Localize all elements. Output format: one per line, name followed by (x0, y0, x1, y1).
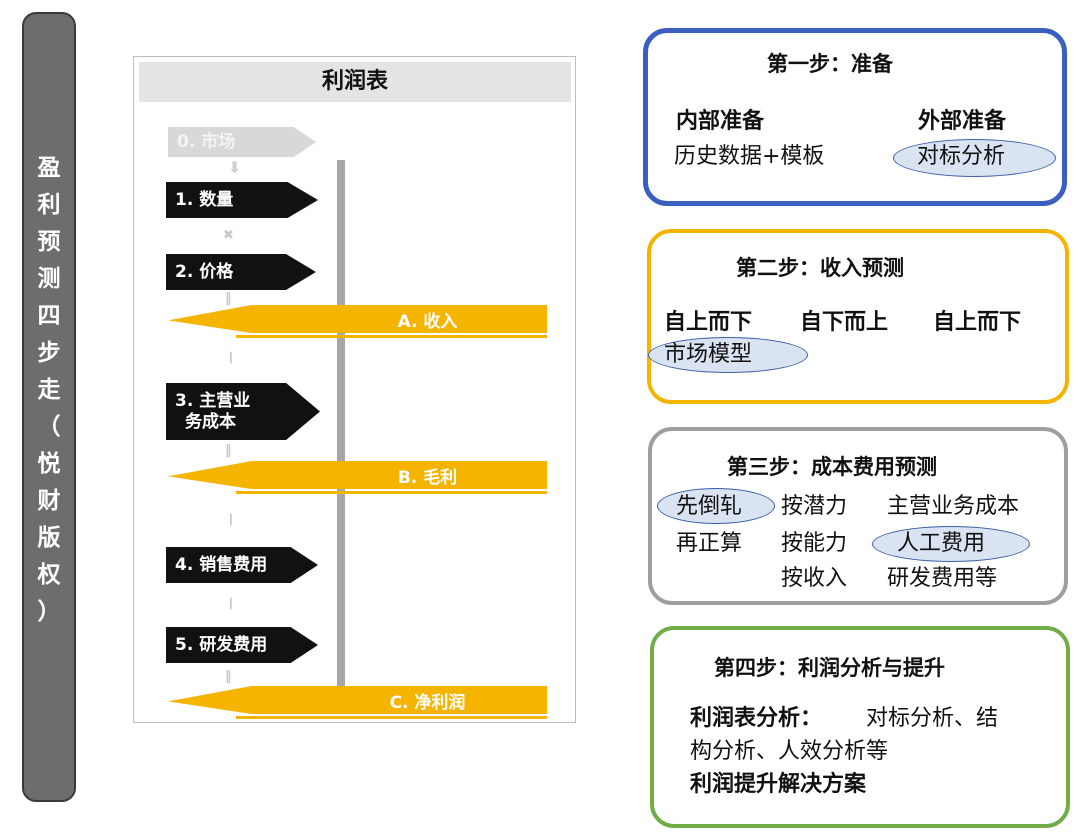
step3-col2-row3: 按收入 (781, 566, 848, 591)
down-arrow-icon: ⬇ (228, 158, 242, 177)
title-banner (22, 12, 76, 802)
step3-col3-row1: 主营业务成本 (887, 494, 1020, 519)
sales-expense-tag: 4. 销售费用 (166, 547, 318, 583)
vertical-axis-line (337, 160, 345, 693)
highlight-oval (657, 488, 775, 524)
gross-underline (236, 491, 547, 494)
banner-char: 版 (37, 525, 61, 551)
banner-char: ） (37, 599, 61, 625)
banner-char: 步 (37, 340, 61, 366)
profit-table-title: 利润表 (139, 62, 571, 102)
quantity-tag: 1. 数量 (166, 182, 318, 218)
step3-col2-row2: 按能力 (781, 531, 848, 556)
minus-icon: — (223, 597, 238, 610)
step3-col1-row1: 先倒轧 (676, 494, 743, 519)
banner-char: 预 (37, 229, 61, 255)
step1-title: 第一步：准备 (767, 52, 893, 76)
banner-char: 财 (37, 488, 61, 514)
step3-col3-row3: 研发费用等 (887, 566, 998, 591)
banner-char: 测 (37, 266, 61, 292)
step2-approach-bottom-up: 自下而上 (800, 310, 889, 335)
net-profit-bar: C. 净利润 (168, 686, 547, 714)
equal-icon: ‖ (225, 443, 232, 458)
step2-market-model: 市场模型 (664, 342, 753, 367)
step2-approach-top-down: 自上而下 (664, 310, 753, 335)
banner-title: 盈 利 预 测 四 步 走 （ 悦 财 版 权 ） (22, 150, 76, 631)
highlight-oval (872, 526, 1030, 562)
banner-char: 悦 (37, 451, 61, 477)
revenue-bar: A. 收入 (168, 305, 547, 333)
revenue-underline (236, 335, 547, 338)
step3-title: 第三步：成本费用预测 (727, 455, 937, 479)
step4-title: 第四步：利润分析与提升 (714, 656, 945, 680)
step2-box (647, 229, 1069, 404)
banner-char: 走 (37, 377, 61, 403)
step1-internal-label: 内部准备 (676, 109, 765, 134)
step1-external-label: 外部准备 (918, 109, 1007, 134)
step4-analysis-text1: 对标分析、结 (866, 706, 999, 731)
step3-col1-row2: 再正算 (676, 531, 743, 556)
banner-char: （ (37, 414, 61, 440)
multiply-icon: ✖ (223, 228, 234, 243)
step4-analysis-text2: 构分析、人效分析等 (690, 739, 889, 764)
gross-profit-bar: B. 毛利 (168, 461, 547, 489)
step3-col3-row2: 人工费用 (897, 531, 986, 556)
step2-approach-top-down-2: 自上而下 (933, 310, 1022, 335)
price-tag: 2. 价格 (166, 254, 316, 290)
highlight-oval (893, 139, 1056, 177)
rd-expense-tag: 5. 研发费用 (166, 627, 318, 663)
step2-title: 第二步：收入预测 (736, 256, 904, 280)
cost-tag: 3. 主营业务成本 (166, 383, 320, 440)
highlight-oval (648, 337, 808, 373)
net-underline (236, 716, 547, 719)
banner-char: 利 (37, 192, 61, 218)
step1-box (643, 28, 1067, 206)
equal-icon: ‖ (225, 291, 232, 306)
banner-char: 盈 (37, 155, 61, 181)
step3-col2-row1: 按潜力 (781, 494, 848, 519)
step4-analysis-label: 利润表分析： (690, 706, 823, 731)
banner-char: 四 (37, 303, 61, 329)
step4-solution: 利润提升解决方案 (690, 772, 867, 797)
minus-icon: — (223, 513, 238, 526)
step1-internal-detail: 历史数据+模板 (674, 144, 825, 169)
market-tag: 0. 市场 (168, 127, 316, 157)
minus-icon: — (223, 351, 238, 364)
step1-external-detail: 对标分析 (917, 144, 1006, 169)
equal-icon: ‖ (225, 669, 232, 684)
step4-box (650, 626, 1070, 828)
banner-char: 权 (37, 562, 61, 588)
